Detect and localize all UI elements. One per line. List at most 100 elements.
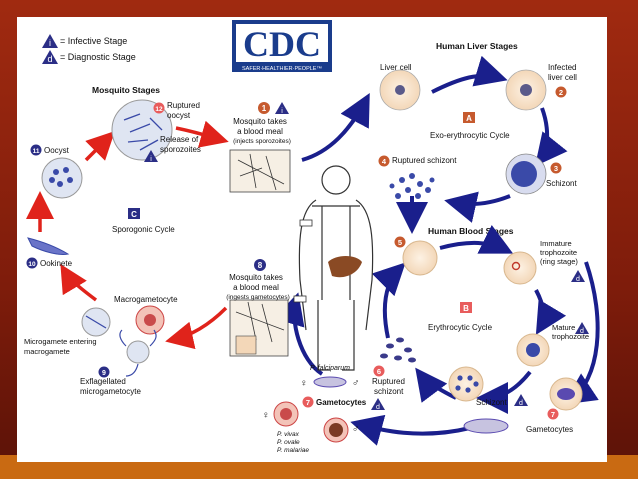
legend-diagnostic-label: = Diagnostic Stage [60,52,136,62]
step-1-infective-badge: i [281,108,283,115]
mature-trophozoite-parasite [526,343,540,357]
mature-trophozoite-line2: trophozoite [552,332,589,341]
release-sporozoites-line1: Release of [160,135,199,144]
arrow-ruptured-to-merozoite [371,262,406,339]
p-falciparum-label: P. falciparum [310,365,350,372]
step-12-badge [153,102,165,114]
infective-marker-step-1 [275,102,289,114]
arrow-liver-to-infected [431,55,508,94]
ring-diagnostic-badge: d [576,276,580,283]
step-1-number: 1 [262,104,267,113]
arrow-to-blood-schizont [476,370,532,414]
human-silhouette [298,165,374,371]
cdc-logo-tagline: SAFER·HEALTHIER·PEOPLE™ [242,66,322,72]
mosquito-feeding-top [229,149,291,193]
mosquito-feeding-bottom [229,299,289,357]
oocyst-icon [41,157,83,199]
infective-marker-sporozoites [144,150,158,162]
skin-patch-lower [293,295,307,303]
arrow-to-mature-trophozoite [534,289,567,335]
title-human-liver-stages: Human Liver Stages [436,41,518,51]
step-1-line3: (injects sporozoites) [233,138,291,145]
ruptured-oocyst-line1: Ruptured [167,101,200,110]
step-8-number: 8 [258,261,263,270]
cycle-a-badge [463,112,475,123]
male-symbol-1: ♂ [352,378,360,389]
arrow-infected-to-schizont [535,107,568,167]
immature-trophozoite-line3: (ring stage) [540,257,578,266]
step-6-badge [373,365,385,377]
mature-diagnostic-badge: d [580,328,584,335]
liver-schizont-core [511,161,537,187]
step-3-number: 3 [554,164,558,173]
legend: i = Infective Stage d = Diagnostic Stage [42,34,136,64]
exflagellated-line2: microgametocyte [80,387,141,396]
arrow-gametocytes-to-mosquito [273,292,324,376]
ruptured-blood-schizont-line2: schizont [374,387,404,396]
p-ovale-label: P. ovale [277,439,300,446]
female-symbol-1: ♀ [300,378,308,389]
blood-schizont-icon [448,366,484,402]
step-2-number: 2 [559,88,563,97]
vivax-male-parasite [329,423,343,437]
step-2-badge [555,86,567,98]
legend-infective-label: = Infective Stage [60,36,127,46]
sporozoite-infective-badge: i [150,156,152,163]
p-vivax-label: P. vivax [277,431,300,438]
cycle-b-letter: B [463,304,469,313]
infected-liver-cell-line1: Infected [548,63,576,72]
female-symbol-2: ♀ [262,410,270,421]
liver-icon [328,256,362,278]
step-5-number: 5 [398,238,402,247]
oocyst-label: Oocyst [44,146,70,155]
blue-arrows [273,55,600,446]
arrow-schizont-to-ruptured [444,191,511,223]
skin-patch-upper [299,219,313,227]
arrow-oocyst-to-mosquito [175,120,229,148]
diagnostic-marker-gametocytes [371,398,385,410]
immature-trophozoite-line1: Immature [540,239,572,248]
immature-trophozoite-icon [503,251,537,285]
vivax-female-parasite [280,408,292,420]
ookinete-icon [27,237,70,255]
title-human-blood-stages: Human Blood Stages [428,226,514,236]
ruptured-schizont-label: Ruptured schizont [392,156,457,165]
step-12-number: 12 [155,106,163,113]
arrow-to-liver-cell [301,92,370,162]
ruptured-blood-schizont-line1: Ruptured [372,377,405,386]
step-8-line3: (ingests gametocytes) [226,294,290,301]
cycle-b-label: Erythrocytic Cycle [428,323,493,332]
step-11-number: 11 [33,148,40,155]
microgamete-line2: macrogamete [24,347,70,356]
gametocytes-right-label: Gametocytes [526,425,573,434]
step-6-number: 6 [377,367,381,376]
legend-infective-badge: i [49,38,51,48]
male-symbol-2: ♂ [352,424,360,435]
step-11-badge [30,144,42,156]
cycle-c-badge [128,208,140,219]
ruptured-blood-schizont-icon [380,337,416,363]
merozoite-cluster [389,173,435,199]
arrow-to-immature-trophozoite [439,224,514,254]
oocyst-core-icon [49,167,73,187]
liver-cell-label: Liver cell [380,63,412,72]
step-3-badge [550,162,562,174]
sporozoites-icon [123,113,163,151]
arrow-oocyst-to-ruptured [84,131,115,162]
arrow-to-gametocytes-center [350,414,471,446]
ookinete-label: Ookinete [40,259,73,268]
arrow-to-ruptured-blood-schizont [415,367,457,403]
cycle-c-label: Sporogonic Cycle [112,225,175,234]
step-5-badge [394,236,406,248]
rbc-merozoite-icon [402,240,438,276]
arrow-mosquito-to-gametocytes [165,306,228,350]
mature-trophozoite-line1: Mature [552,323,575,332]
exflagellated-line1: Exflagellated [80,377,126,386]
step-8-badge [254,259,266,271]
step-7-number-center: 7 [306,398,310,407]
step-1-line2: a blood meal [237,127,283,136]
cycle-a-label: Exo-erythrocytic Cycle [430,131,510,140]
diagnostic-marker-ring [571,270,585,282]
step-7-number-right: 7 [551,410,555,419]
